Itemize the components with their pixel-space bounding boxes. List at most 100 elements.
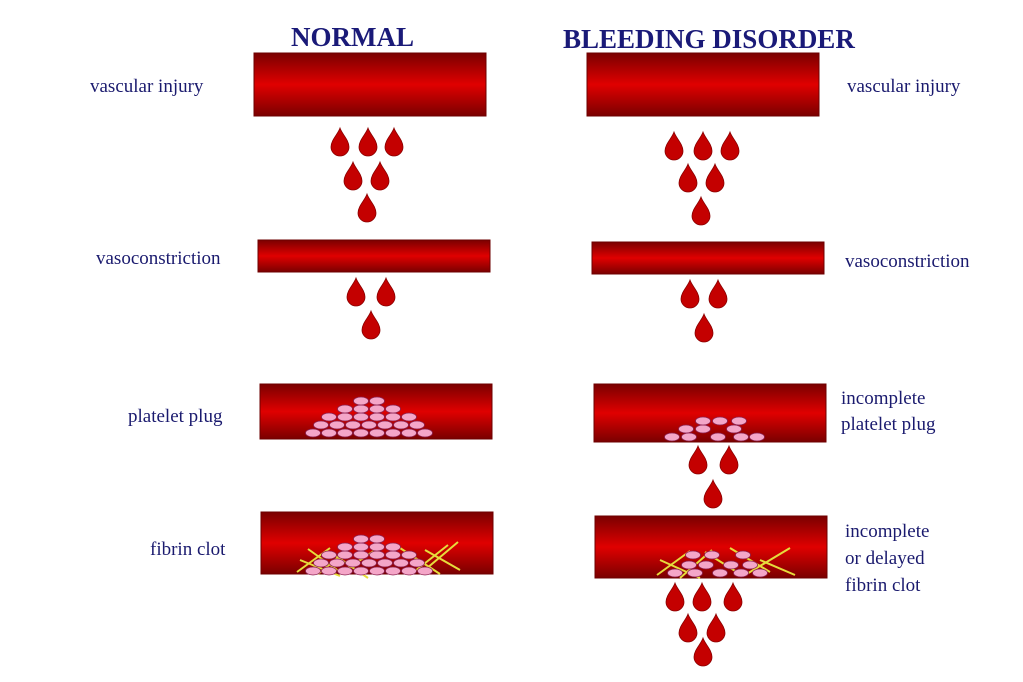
platelet [704, 550, 720, 560]
blood-drop [692, 581, 712, 612]
blood-drop [343, 160, 363, 191]
platelet [305, 566, 321, 576]
platelet [393, 420, 409, 430]
platelet [678, 424, 694, 434]
vessel-disorder-platelet-plug [593, 383, 827, 443]
platelet [723, 560, 739, 570]
blood-drop [678, 612, 698, 643]
heading-bleeding-disorder: BLEEDING DISORDER [563, 24, 855, 54]
platelet [409, 558, 425, 568]
platelet [681, 560, 697, 570]
fibrin-strand [424, 549, 461, 571]
platelet [321, 428, 337, 438]
platelet [377, 558, 393, 568]
platelet [417, 566, 433, 576]
blood-drop [665, 581, 685, 612]
platelet [337, 542, 353, 552]
blood-drop [705, 162, 725, 193]
disorder-label-vascular-injury: vascular injury [847, 76, 961, 97]
blood-drop [361, 309, 381, 340]
platelet [417, 428, 433, 438]
blood-drop [703, 478, 723, 509]
platelet [337, 412, 353, 422]
platelet [353, 396, 369, 406]
platelet [752, 568, 768, 578]
platelet [385, 404, 401, 414]
blood-drop [708, 278, 728, 309]
platelet [385, 566, 401, 576]
fibrin-strand [759, 559, 796, 576]
blood-drop [664, 130, 684, 161]
platelet [726, 424, 742, 434]
disorder-label-vasoconstriction: vasoconstriction [845, 251, 970, 272]
heading-normal: NORMAL [291, 22, 414, 52]
platelet [321, 566, 337, 576]
platelet [401, 428, 417, 438]
vessel-disorder-vasoconstriction [591, 241, 825, 275]
platelet [385, 412, 401, 422]
platelet [385, 550, 401, 560]
platelet [361, 558, 377, 568]
platelet [353, 412, 369, 422]
fibrin-strand [729, 547, 771, 573]
blood-drop [358, 126, 378, 157]
blood-drop [357, 192, 377, 223]
platelet [353, 428, 369, 438]
platelet [401, 412, 417, 422]
platelet [345, 558, 361, 568]
platelet [735, 550, 751, 560]
platelet [329, 558, 345, 568]
platelet [337, 566, 353, 576]
platelet [345, 420, 361, 430]
platelet [742, 560, 758, 570]
platelet [321, 550, 337, 560]
vessel-normal-injury [253, 52, 487, 117]
platelet [401, 550, 417, 560]
platelet [695, 424, 711, 434]
normal-label-platelet-plug: platelet plug [128, 406, 223, 427]
platelet [337, 428, 353, 438]
platelet [710, 432, 726, 442]
platelet [664, 432, 680, 442]
blood-drop [723, 581, 743, 612]
platelet [369, 566, 385, 576]
platelet [361, 420, 377, 430]
platelet [393, 558, 409, 568]
platelet [377, 420, 393, 430]
platelet [749, 432, 765, 442]
platelet [685, 550, 701, 560]
blood-drop [719, 444, 739, 475]
blood-drop [706, 612, 726, 643]
normal-label-vascular-injury: vascular injury [90, 76, 204, 97]
disorder-label-platelet-plug-line2: platelet plug [841, 414, 936, 435]
platelet [321, 412, 337, 422]
platelet [329, 420, 345, 430]
platelet [353, 404, 369, 414]
disorder-label-fibrin-clot-line2: or delayed [845, 548, 925, 569]
platelet [313, 558, 329, 568]
platelet [385, 428, 401, 438]
platelet [369, 404, 385, 414]
vessel-normal-vasoconstriction [257, 239, 491, 273]
blood-drop [370, 160, 390, 191]
vessel-disorder-injury [586, 52, 820, 117]
platelet [385, 542, 401, 552]
blood-drop [694, 312, 714, 343]
fibrin-strand [656, 550, 691, 576]
disorder-label-fibrin-clot-line3: fibrin clot [845, 575, 921, 596]
blood-drop [693, 130, 713, 161]
platelet [337, 404, 353, 414]
vessel-disorder-fibrin-clot [594, 515, 828, 579]
blood-drop [384, 126, 404, 157]
platelet [369, 550, 385, 560]
platelet [369, 396, 385, 406]
fibrin-strand [744, 547, 791, 576]
blood-drop [720, 130, 740, 161]
platelet [369, 428, 385, 438]
platelet [305, 428, 321, 438]
blood-drop [688, 444, 708, 475]
disorder-label-fibrin-clot-line1: incomplete [845, 521, 930, 542]
platelet [353, 550, 369, 560]
